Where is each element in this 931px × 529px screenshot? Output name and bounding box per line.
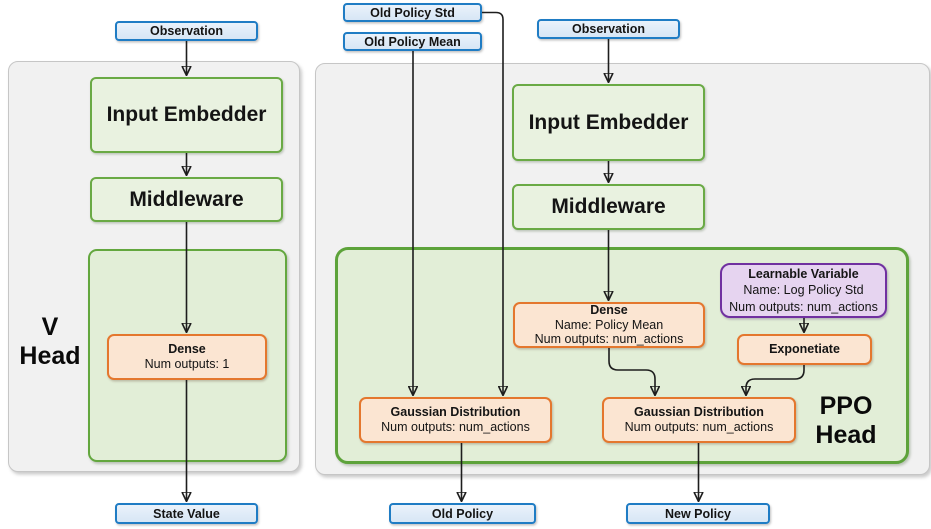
v-head-label-line2: Head	[19, 342, 81, 370]
dense-policy-mean-node: Dense Name: Policy Mean Num outputs: num…	[513, 302, 705, 348]
input-embedder-left: Input Embedder	[90, 77, 283, 153]
dense-v-node: Dense Num outputs: 1	[107, 334, 267, 380]
middleware-right: Middleware	[512, 184, 705, 230]
observation-input-right: Observation	[537, 19, 680, 39]
old-policy-output: Old Policy	[389, 503, 536, 524]
dense-v-outputs: Num outputs: 1	[144, 357, 230, 371]
dense-v-title: Dense	[168, 342, 206, 356]
exponetiate-node: Exponetiate	[737, 334, 872, 365]
learnable-variable-title: Learnable Variable	[748, 266, 859, 281]
v-head-label: V Head	[12, 313, 88, 371]
ppo-head-label-line1: PPO	[819, 392, 873, 420]
dense-policy-outputs: Num outputs: num_actions	[534, 332, 684, 347]
ppo-head-label: PPO Head	[796, 392, 896, 450]
dense-policy-title: Dense	[590, 303, 628, 318]
gaussian-old-outputs: Num outputs: num_actions	[381, 420, 530, 434]
v-head-label-line1: V	[41, 313, 59, 341]
new-policy-output: New Policy	[626, 503, 770, 524]
state-value-output: State Value	[115, 503, 258, 524]
gaussian-old-title: Gaussian Distribution	[390, 405, 521, 419]
gaussian-new-title: Gaussian Distribution	[634, 405, 764, 419]
middleware-left: Middleware	[90, 177, 283, 222]
old-policy-std-input: Old Policy Std	[343, 3, 482, 22]
observation-input-left: Observation	[115, 21, 258, 41]
gaussian-new-outputs: Num outputs: num_actions	[624, 420, 774, 434]
gaussian-distribution-new-node: Gaussian Distribution Num outputs: num_a…	[602, 397, 796, 443]
learnable-variable-node: Learnable Variable Name: Log Policy Std …	[720, 263, 887, 318]
learnable-variable-name: Name: Log Policy Std	[743, 283, 864, 298]
dense-policy-name: Name: Policy Mean	[554, 317, 664, 332]
ppo-head-label-line2: Head	[815, 421, 877, 449]
learnable-variable-outputs: Num outputs: num_actions	[729, 299, 878, 314]
gaussian-distribution-old-node: Gaussian Distribution Num outputs: num_a…	[359, 397, 552, 443]
exponetiate-title: Exponetiate	[769, 342, 840, 356]
input-embedder-right: Input Embedder	[512, 84, 705, 161]
old-policy-mean-input: Old Policy Mean	[343, 32, 482, 51]
